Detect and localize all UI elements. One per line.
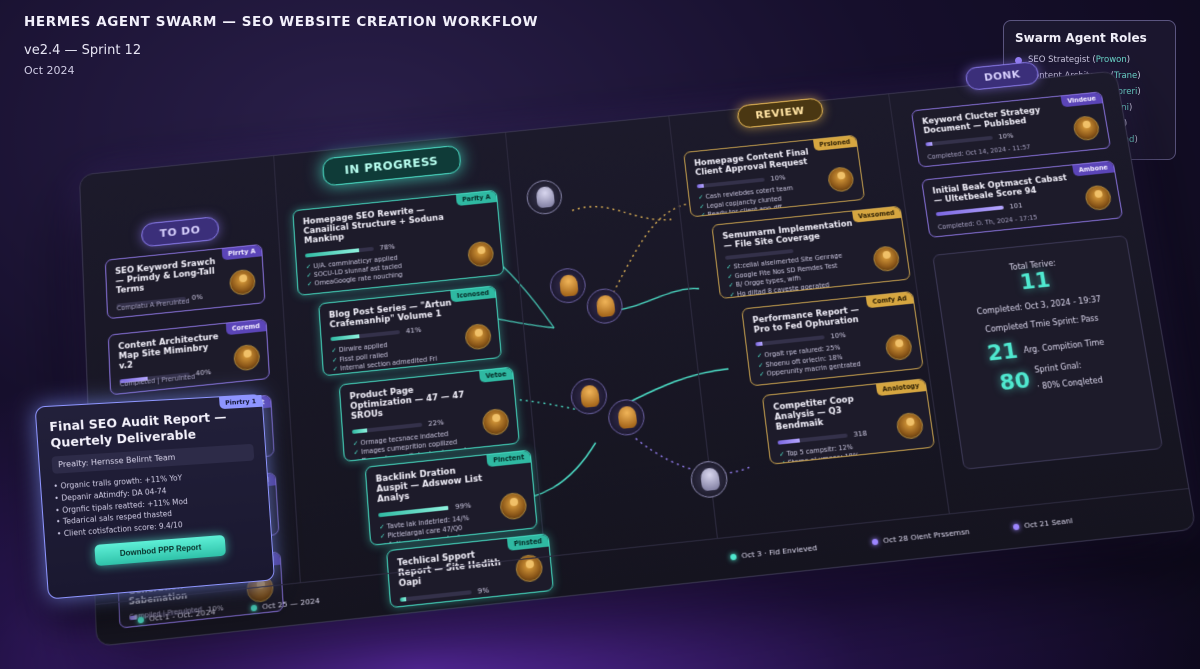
timeline-item[interactable]: Oct 28 Oient Prssemsn <box>871 527 970 547</box>
task-tag: Ambone <box>1072 161 1115 177</box>
progress-bar <box>925 136 994 147</box>
progress-percent: 10% <box>997 132 1014 142</box>
task-tag: Pirrty A <box>221 244 262 261</box>
timeline-pin-icon <box>137 616 145 623</box>
report-highlights: Organic tralls growth: +11% YoY Depanir … <box>53 468 259 540</box>
progress-fill <box>777 437 801 445</box>
task-tag: Pinsted <box>507 534 549 551</box>
timeline-pin-icon <box>729 553 737 560</box>
timeline-item[interactable]: Oct 25 — 2024 <box>250 596 320 613</box>
page-title: HERMES AGENT SWARM — SEO WEBSITE CREATIO… <box>24 14 539 30</box>
report-priority-tag: Pinrtry 1 <box>218 394 263 410</box>
sprint-goal-value: 80 <box>997 367 1032 396</box>
task-tag: Analotogy <box>875 379 927 397</box>
sprint-stats-card: Total Terive: 11 Completed: Oct 3, 2024 … <box>932 235 1164 470</box>
progress-percent: 10% <box>829 331 847 341</box>
timeline-item[interactable]: Oct 21 Seanl <box>1012 516 1073 531</box>
column-header-todo[interactable]: TO DO <box>140 216 220 248</box>
progress-bar <box>755 335 825 347</box>
task-tag: Coremd <box>225 319 267 336</box>
progress-bar <box>935 205 1005 217</box>
progress-percent: 22% <box>427 417 445 428</box>
task-tag: Pinctent <box>486 450 531 468</box>
column-header-in-progress[interactable]: IN PROGRESS <box>321 144 462 187</box>
progress-fill <box>925 142 933 147</box>
progress-fill <box>304 247 359 258</box>
progress-fill <box>696 184 704 189</box>
timeline-item[interactable]: Oct 3 · Fid Envieved <box>729 543 818 561</box>
progress-fill <box>330 334 360 342</box>
download-report-button[interactable]: Downbod PPP Report <box>94 535 227 567</box>
avg-completion-label: Arg. Compition Time <box>1022 337 1105 355</box>
task-tag: Comfy Ad <box>865 291 914 309</box>
progress-bar <box>777 432 848 445</box>
version-label: ve2.4 — Sprint 12 <box>24 43 142 58</box>
role-item: SEO Strategist (Prowon) <box>1015 52 1165 68</box>
roles-title: Swarm Agent Roles <box>1015 31 1147 45</box>
timeline-pin-icon <box>1012 523 1020 530</box>
column-header-done[interactable]: DONK <box>964 60 1041 91</box>
task-tag: Vaxsomed <box>851 206 902 223</box>
date-label: Oct 2024 <box>24 64 75 77</box>
sprint-goal-suffix: · 80% Conqleted <box>1036 375 1104 392</box>
progress-bar <box>378 505 450 517</box>
final-report-card[interactable]: Pinrtry 1 Final SEO Audit Report — Quert… <box>34 393 275 600</box>
progress-percent: 40% <box>195 367 212 378</box>
timeline-item[interactable]: Oct 1 - Oct. 2024 <box>137 607 216 625</box>
progress-bar <box>351 422 423 434</box>
timeline-pin-icon <box>871 538 879 545</box>
task-tag: Vetoe <box>479 367 513 383</box>
progress-percent: 99% <box>454 500 472 511</box>
progress-percent: 0% <box>191 292 203 302</box>
report-title: Final SEO Audit Report — Quertely Delive… <box>48 408 227 451</box>
task-tag: Prsioned <box>812 135 857 152</box>
progress-fill <box>351 427 368 434</box>
progress-bar <box>304 246 374 258</box>
progress-percent: 10% <box>769 174 786 184</box>
page-header: HERMES AGENT SWARM — SEO WEBSITE CREATIO… <box>24 14 538 77</box>
progress-bar <box>330 330 401 342</box>
progress-percent: 318 <box>852 428 868 439</box>
progress-fill <box>935 205 1005 217</box>
progress-fill <box>378 505 449 517</box>
task-tag: Vindeue <box>1060 92 1103 108</box>
avg-completion-value: 21 <box>985 339 1020 367</box>
progress-percent: 101 <box>1008 202 1024 211</box>
role-dot-icon <box>1015 56 1022 64</box>
timeline-pin-icon <box>250 604 258 611</box>
progress-bar <box>696 178 765 189</box>
sprint-goal-label: Sprint Gnal: <box>1033 360 1083 375</box>
column-header-review[interactable]: REVIEW <box>735 97 825 129</box>
task-tag: Parity A <box>455 190 497 207</box>
progress-percent: 78% <box>379 242 396 252</box>
progress-fill <box>755 342 763 347</box>
task-tag: Iconosed <box>450 286 496 303</box>
progress-percent: 41% <box>405 326 422 336</box>
